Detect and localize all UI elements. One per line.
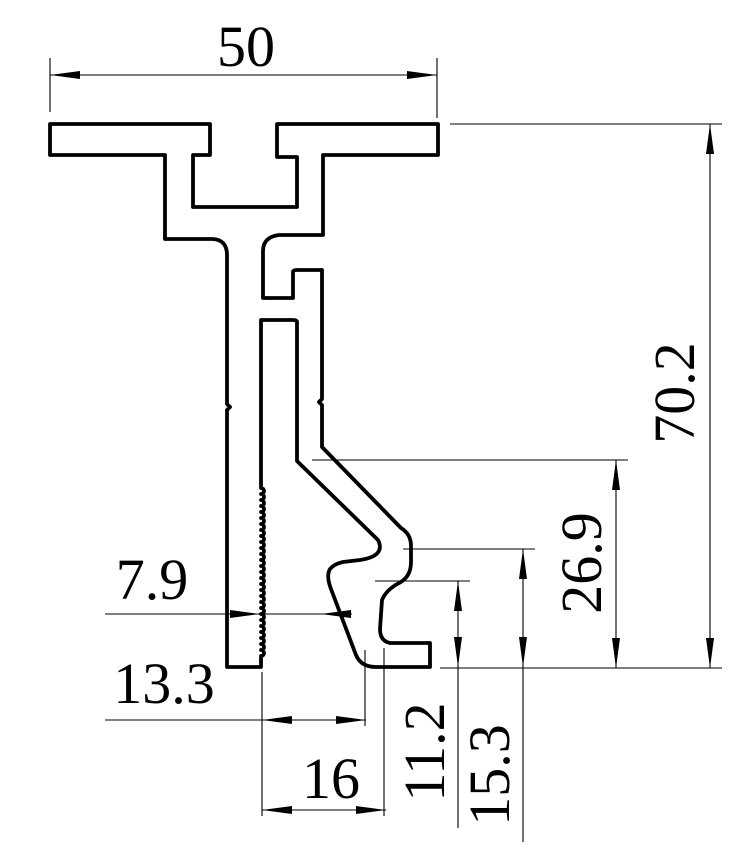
dimension-label-overall-height: 70.2 xyxy=(642,342,707,444)
dimension-label-foot-rise: 11.2 xyxy=(392,702,457,801)
dimension-label-heel-offset: 13.3 xyxy=(113,651,215,716)
dimension-hook-drop: 26.9 xyxy=(312,459,628,668)
dimension-clamp-gap: 7.9 xyxy=(105,547,352,618)
dimension-label-hook-drop: 26.9 xyxy=(549,512,614,614)
dimension-label-clamp-gap: 7.9 xyxy=(116,547,189,612)
dimension-overall-height: 70.2 xyxy=(440,123,722,669)
dimension-ledge-rise: 15.3 xyxy=(403,548,535,842)
dimension-foot-rise: 11.2 xyxy=(375,580,470,828)
dimension-heel-offset: 13.3 xyxy=(105,650,366,816)
dimension-label-ledge-rise: 15.3 xyxy=(457,724,522,826)
profile-section-path xyxy=(48,122,440,669)
dimension-label-top-width: 50 xyxy=(217,14,275,79)
dimension-label-foot-span: 16 xyxy=(302,746,360,811)
dimension-foot-span: 16 xyxy=(262,648,386,816)
dimension-top-width: 50 xyxy=(49,14,438,118)
profile-outline xyxy=(48,122,440,669)
